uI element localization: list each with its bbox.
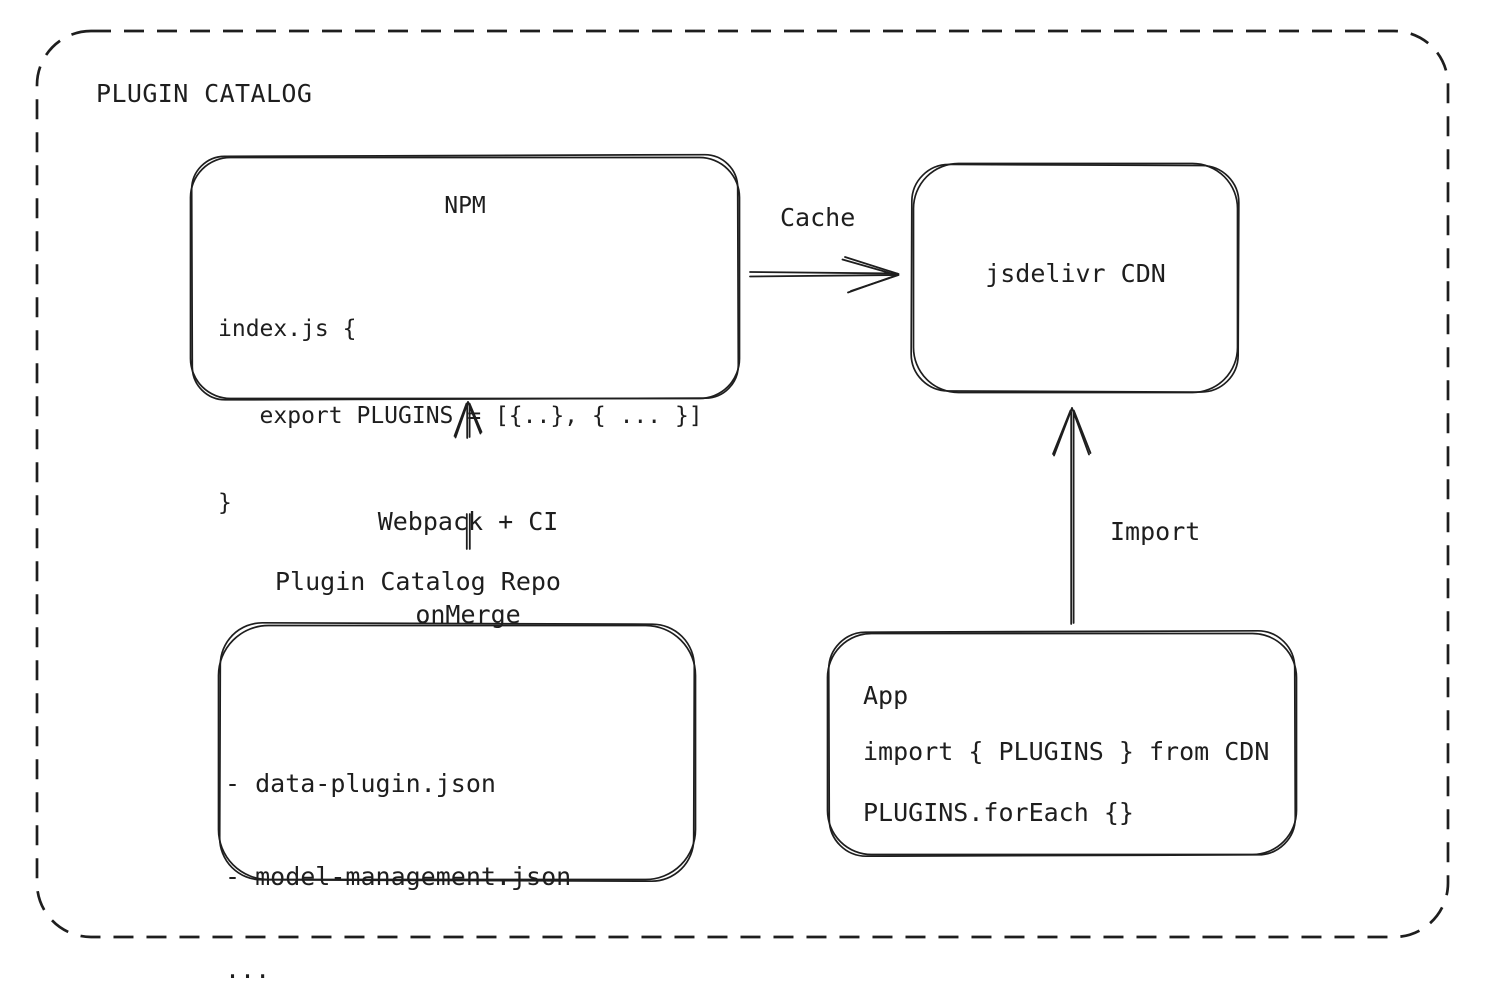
app-box-shape	[826, 629, 1298, 858]
repo-file-item: ...	[225, 955, 271, 984]
import-arrow	[1052, 407, 1092, 625]
repo-box-shape	[217, 621, 697, 883]
cache-arrow	[749, 256, 900, 294]
app-node-heading: App	[863, 681, 909, 710]
catalog-boundary	[35, 29, 1450, 939]
build-edge-label-line: Webpack + CI	[377, 507, 559, 536]
npm-box-shape	[189, 153, 741, 401]
build-arrow	[453, 401, 483, 550]
cdn-box-shape	[910, 162, 1240, 394]
cache-edge-label: Cache	[780, 203, 856, 232]
cdn-node-label: jsdelivr CDN	[985, 259, 1166, 288]
repo-file-item: - model-management.json	[225, 862, 572, 891]
diagram-title: PLUGIN CATALOG	[96, 79, 313, 108]
npm-code-line: export PLUGINS = [{..}, { ... }]	[218, 403, 703, 429]
repo-node-heading: Plugin Catalog Repo	[275, 567, 561, 596]
app-code-line: PLUGINS.forEach {}	[863, 798, 1134, 827]
repo-file-item: - data-plugin.json	[225, 769, 496, 798]
repo-file-list: - data-plugin.json - model-management.js…	[225, 706, 571, 1002]
npm-code-line: index.js {	[218, 316, 357, 342]
build-edge-label-line: onMerge	[415, 600, 521, 629]
import-edge-label: Import	[1110, 517, 1201, 546]
build-edge-label: Webpack + CI onMerge	[318, 444, 618, 692]
npm-code-line: }	[218, 490, 232, 516]
app-code-line: import { PLUGINS } from CDN	[863, 737, 1270, 766]
npm-code-block: index.js { export PLUGINS = [{..}, { ...…	[218, 257, 703, 576]
npm-node-heading: NPM	[444, 193, 486, 219]
